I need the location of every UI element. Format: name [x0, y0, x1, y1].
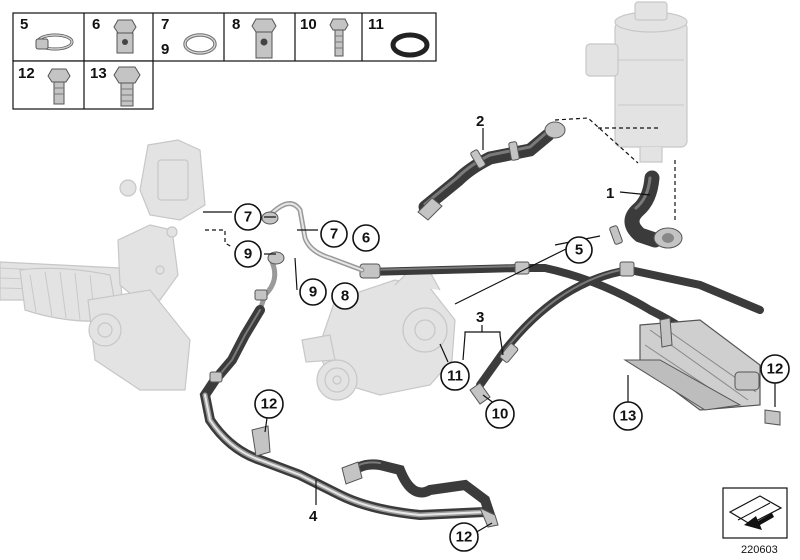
callout-5: 5 [565, 236, 593, 264]
parts-legend: 5 6 7 9 8 10 [12, 12, 437, 110]
callout-8-label: 8 [341, 288, 349, 305]
callout-4: 4 [309, 508, 318, 525]
fluid-reservoir-ghost [585, 1, 688, 163]
legend-number-12: 12 [18, 65, 35, 82]
legend-number-6: 6 [92, 16, 100, 33]
legend-number-9: 9 [161, 41, 169, 58]
hose-3 [469, 261, 764, 405]
return-hose-1 [609, 170, 683, 249]
arrow-icon [744, 513, 774, 530]
legend-number-8: 8 [232, 16, 240, 33]
hex-bolt-small-icon [47, 68, 71, 105]
suction-hose-2 [417, 121, 566, 221]
legend-number-10: 10 [300, 16, 317, 33]
banjo-bolt-large-icon [251, 18, 277, 59]
callout-3: 3 [476, 309, 484, 326]
callout-12-bottom: 12 [449, 522, 479, 552]
legend-number-11: 11 [368, 16, 384, 33]
orientation-symbol [722, 487, 788, 539]
callout-7-rack-label: 7 [244, 209, 252, 226]
document-id: 220603 [741, 544, 778, 556]
callout-12-cooler-label: 12 [767, 361, 784, 378]
callout-11: 11 [440, 361, 470, 391]
callout-12-cooler: 12 [760, 354, 790, 384]
callout-6: 6 [352, 224, 380, 252]
callout-9-rack-label: 9 [244, 246, 252, 263]
return-line-4 [199, 251, 499, 528]
rack-feed-pipe [261, 201, 365, 273]
callout-10: 10 [485, 399, 515, 429]
callout-7-rack: 7 [234, 203, 262, 231]
callout-12-pipe: 12 [254, 389, 284, 419]
callout-13-label: 13 [620, 408, 637, 425]
callout-12-bottom-label: 12 [456, 529, 473, 546]
callout-9-rack: 9 [234, 240, 262, 268]
callout-5-label: 5 [575, 242, 583, 259]
steering-pump-ghost [301, 269, 456, 401]
callout-1: 1 [606, 185, 614, 202]
legend-number-7: 7 [161, 16, 169, 33]
bolt-icon [329, 18, 349, 57]
steering-rack-ghost [0, 139, 206, 391]
sealing-ring-icon [183, 33, 217, 55]
leader-lines [203, 117, 776, 534]
callout-7-pipe-label: 7 [330, 226, 338, 243]
callout-7-pipe: 7 [320, 220, 348, 248]
callout-11-label: 11 [447, 368, 463, 385]
hex-bolt-large-icon [113, 66, 141, 107]
hose-clamp-icon [35, 33, 74, 51]
callout-8: 8 [331, 282, 359, 310]
callout-13: 13 [613, 401, 643, 431]
callout-2: 2 [476, 113, 484, 130]
oil-cooler-13 [623, 317, 781, 426]
callout-10-label: 10 [492, 406, 509, 423]
banjo-bolt-icon [113, 19, 137, 54]
callout-9-pipe: 9 [299, 278, 327, 306]
legend-number-5: 5 [20, 16, 28, 33]
callout-6-label: 6 [362, 230, 370, 247]
legend-number-13: 13 [90, 65, 107, 82]
callout-9-pipe-label: 9 [309, 284, 317, 301]
o-ring-icon [390, 32, 430, 58]
callout-12-pipe-label: 12 [261, 396, 278, 413]
